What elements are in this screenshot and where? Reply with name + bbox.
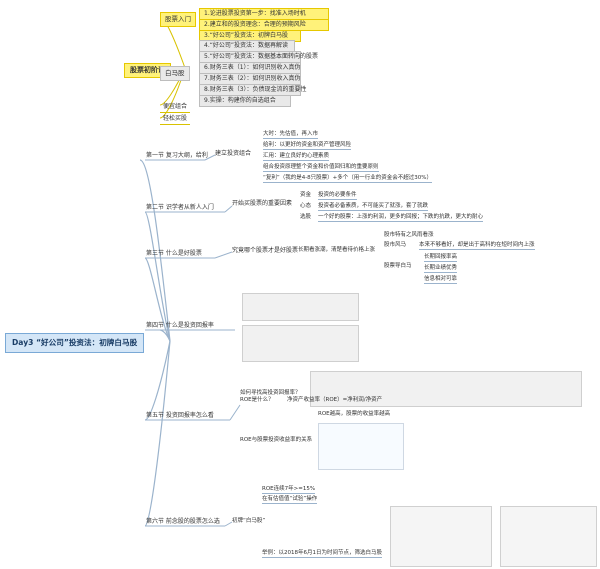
section-3-sub[interactable]: 究竟哪个股票才是好股票	[232, 247, 299, 254]
section-1-item-2[interactable]: 给利：以更好的资金和资产管理风险	[263, 142, 352, 150]
section-6-title[interactable]: 第六节 前念股的股票怎么选	[146, 518, 220, 525]
section-1-title[interactable]: 第一节 复习大纲，给利	[146, 152, 208, 159]
connector-s1-sub	[204, 154, 216, 161]
section-4-title[interactable]: 第四节 什么是投资回报率	[146, 322, 214, 329]
connector-s2-sub	[224, 205, 233, 213]
section-5-chart-image	[318, 423, 404, 470]
section-2-row-3-val[interactable]: 一个好的股票：上涨的利润，更多的回报；下跌的抗跌，更大的耐心	[318, 214, 484, 222]
section-6-sub[interactable]: 初牌“白马股”	[232, 518, 266, 524]
section-3-g2-item-1[interactable]: 长期回报率高	[424, 254, 458, 262]
section-6-item-1[interactable]: ROE连续7年>=15%	[262, 486, 316, 494]
section-1-item-1[interactable]: 大时：先估值，再入市	[263, 131, 319, 139]
item-9[interactable]: 9.实操：构建你的自选组合	[199, 95, 291, 107]
connector-s6-sub	[224, 521, 233, 527]
section-5-sub-a[interactable]: 如何寻找高投资回报率？	[240, 390, 301, 396]
section-1-sub[interactable]: 建立投资组合	[215, 150, 252, 157]
connector-root-s6	[144, 340, 171, 527]
section-6-item-3[interactable]: 举例：以2018年6月1日为时间节点，筛选白马股	[262, 550, 382, 558]
section-3-g2-item-2[interactable]: 长期业绩优秀	[424, 265, 458, 273]
section-4-text-block-2	[242, 325, 359, 362]
section-2-row-1-val[interactable]: 投资的必要条件	[318, 192, 357, 200]
connector-root-s3	[144, 257, 171, 342]
section-2-row-1-key[interactable]: 资金	[300, 192, 312, 198]
section-3-right-top[interactable]: 股市特有之风雨看涨	[384, 232, 434, 238]
section-3-g2-item-3[interactable]: 信息相对可靠	[424, 276, 458, 284]
root-node[interactable]: Day3 “好公司”投资法：初牌白马股	[5, 333, 145, 353]
group-easy-buy[interactable]: 轻松买股	[160, 114, 191, 125]
section-3-g2[interactable]: 股票导白马	[384, 263, 412, 269]
section-5-sub-b[interactable]: ROE是什么？	[240, 397, 274, 403]
section-2-row-2-key[interactable]: 心态	[300, 203, 312, 209]
connector-s5-sub	[229, 404, 241, 421]
connector-s3-sub	[214, 251, 233, 259]
section-4-text-block-1	[242, 293, 359, 321]
section-5-sub-b-val[interactable]: 净资产收益率（ROE）=净利润/净资产	[287, 397, 383, 403]
section-3-title[interactable]: 第三节 什么是好股票	[146, 250, 202, 257]
connector-root-s2	[144, 211, 171, 342]
section-2-title[interactable]: 第二节 识学者从新人入门	[146, 204, 214, 211]
section-6-item-2[interactable]: 在有估值值“试验”操作	[262, 496, 318, 504]
section-5-sub-c[interactable]: ROE与股票投资收益率的关系	[240, 437, 313, 443]
section-2-row-3-key[interactable]: 选股	[300, 214, 312, 220]
connector-root-s5	[144, 340, 171, 421]
connector-root-s1	[139, 159, 171, 342]
group-white-horse[interactable]: 白马股	[160, 66, 190, 81]
section-1-item-4[interactable]: 组合投资原理整个资金和价值回归和的重要原则	[263, 164, 379, 172]
group-stock-intro[interactable]: 股票入门	[160, 12, 196, 27]
section-3-g1-item[interactable]: 本来不够看好，却是出于高科的在短时间内上涨	[419, 242, 535, 250]
section-6-screenshot-2	[500, 506, 597, 567]
section-2-row-2-val[interactable]: 投资者必备素质，不可能买了就涨，套了就跌	[318, 203, 429, 211]
section-5-text-block	[310, 371, 582, 407]
section-1-item-5[interactable]: “复利”（我的是4-8只股票）+多个（用一行业的资金会不超过30%）	[263, 175, 433, 183]
section-5-title[interactable]: 第五节 投资回报率怎么看	[146, 412, 214, 419]
section-5-sub-c-val[interactable]: ROE越高，股票的收益率越高	[318, 411, 391, 417]
section-3-g1[interactable]: 股市风马	[384, 242, 407, 248]
section-6-screenshot-1	[390, 506, 492, 567]
section-1-item-3[interactable]: 汇用：建立良好的心理素质	[263, 153, 330, 161]
section-3-sub2[interactable]: 长期看涨潮，清楚看待价格上涨	[298, 247, 376, 253]
section-2-sub[interactable]: 开始买股票的重要因素	[232, 200, 293, 207]
group-cheap-portfolio[interactable]: 便宜组合	[160, 102, 191, 113]
